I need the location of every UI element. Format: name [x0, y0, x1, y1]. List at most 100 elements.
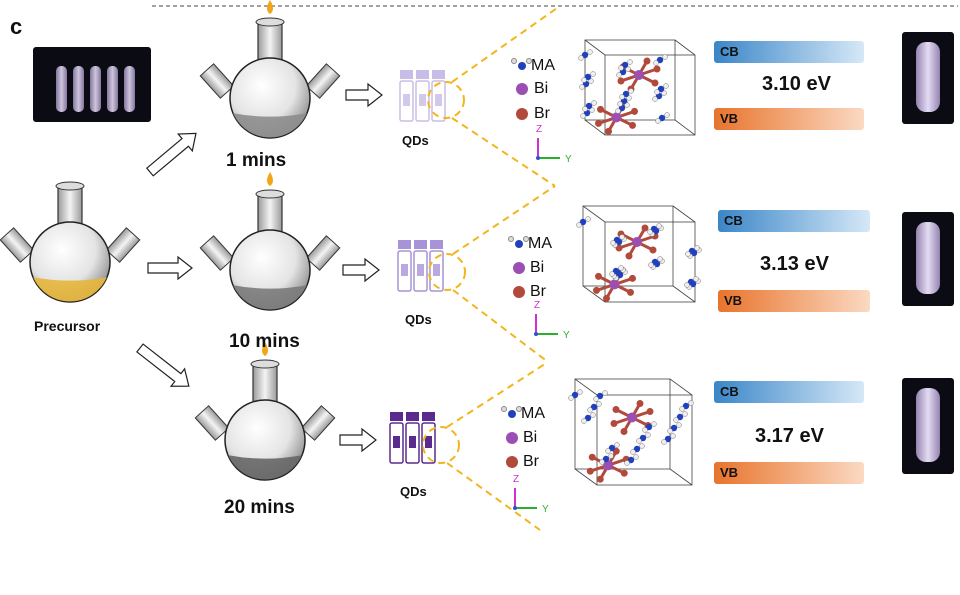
zoom-circle: [428, 253, 466, 291]
zoom-circle: [427, 81, 465, 119]
cb-bar-3: CB: [714, 381, 864, 403]
tube-4: [107, 66, 118, 112]
time-label-2: 10 mins: [229, 331, 300, 352]
legend-ma-1: MA: [531, 57, 555, 74]
flask-mouth: [255, 17, 285, 27]
vb-label-2: VB: [724, 293, 743, 308]
vial-cap: [400, 70, 413, 79]
sample-tube: [916, 222, 940, 294]
vial-cap: [414, 240, 427, 249]
vial-cap: [422, 412, 435, 421]
flask-liquid: [33, 277, 107, 302]
cb-bar-2: CB: [718, 210, 870, 232]
band-gap-2: 3.13 eV: [760, 253, 829, 275]
vial-cap: [430, 240, 443, 249]
flame-icon: [262, 342, 268, 356]
sample-tube: [916, 42, 940, 112]
flame-icon: [267, 172, 273, 186]
qds-label-3: QDs: [400, 484, 427, 499]
vial-label: [403, 94, 410, 106]
crystal-structures: [568, 39, 702, 486]
tube-2: [73, 66, 84, 112]
vial-label: [433, 264, 440, 276]
guide-line: [451, 117, 556, 187]
tube-photo-1: [902, 32, 954, 124]
cb-label-1: CB: [720, 44, 739, 59]
axis-y-1: Y: [565, 154, 572, 165]
flask-side-neck-right: [300, 405, 336, 441]
vb-label-3: VB: [720, 465, 739, 480]
axis-z-3: Z: [513, 474, 520, 485]
arrow-icon: [345, 82, 383, 108]
time-label-3: 20 mins: [224, 497, 295, 518]
flask-side-neck-left: [199, 63, 235, 99]
zoom-circle: [422, 426, 460, 464]
flask-mouth: [55, 181, 85, 191]
vial-cap: [406, 412, 419, 421]
bi-atom-icon: [506, 432, 518, 444]
arrow-icon: [147, 255, 193, 281]
flask-side-neck-left: [0, 227, 35, 263]
crystal-unit-cell: [568, 378, 694, 486]
legend-atoms: [501, 58, 532, 468]
band-gap-1: 3.10 eV: [762, 73, 831, 95]
flask-1-min: [199, 0, 341, 139]
arrow-icon: [342, 257, 380, 283]
flame-icon: [267, 0, 273, 14]
legend-bi-1: Bi: [534, 80, 549, 97]
flask-neck: [257, 21, 283, 63]
vial-label: [409, 436, 416, 448]
cb-label-2: CB: [724, 213, 743, 228]
legend-ma-2: MA: [528, 235, 552, 252]
tube-photos: [902, 32, 954, 474]
qds-label-1: QDs: [402, 133, 429, 148]
br-atom-icon: [513, 286, 525, 298]
crystal-unit-cell: [578, 39, 696, 136]
legend-br-2: Br: [530, 283, 546, 300]
qds-label-2: QDs: [405, 312, 432, 327]
flask-mouth: [250, 359, 280, 369]
tube-photo-3: [902, 378, 954, 474]
vial-label: [425, 436, 432, 448]
cb-bar-1: CB: [714, 41, 864, 63]
tube-1: [56, 66, 67, 112]
flask-liquid: [228, 455, 302, 480]
vb-bar-3: VB: [714, 462, 864, 484]
legend-ma-3: MA: [521, 405, 545, 422]
flask-side-neck-right: [105, 227, 141, 263]
vial-label: [419, 94, 426, 106]
vial-label: [401, 264, 408, 276]
guide-line: [452, 185, 556, 255]
vb-label-1: VB: [720, 111, 739, 126]
guide-line: [446, 361, 549, 428]
tube-3: [90, 66, 101, 112]
flask-neck: [252, 363, 278, 405]
flask-neck: [257, 193, 283, 235]
sample-tube: [916, 388, 940, 462]
band-gap-3: 3.17 eV: [755, 425, 824, 447]
axis-y-2: Y: [563, 330, 570, 341]
flask-neck: [57, 185, 83, 227]
ma-molecule-icon: [515, 240, 523, 248]
precursor-flask: [0, 181, 141, 303]
cb-label-3: CB: [720, 384, 739, 399]
legend-br-3: Br: [523, 453, 539, 470]
arrow-icon: [145, 132, 197, 177]
process-arrows: [136, 82, 383, 453]
axis-indicators: [513, 138, 560, 510]
flask-20-min: [194, 342, 336, 481]
precursor-label: Precursor: [34, 318, 101, 334]
tubes-photo: [33, 47, 151, 122]
flask-liquid: [233, 113, 307, 138]
vial-cap: [432, 70, 445, 79]
arrow-icon: [136, 343, 190, 387]
time-label-1: 1 mins: [226, 150, 287, 171]
bi-atom-icon: [516, 83, 528, 95]
vial-cap: [416, 70, 429, 79]
br-atom-icon: [506, 456, 518, 468]
panel-label: c: [10, 14, 23, 39]
bi-atom-icon: [513, 262, 525, 274]
tube-photo-2: [902, 212, 954, 306]
zoom-guides: [422, 5, 561, 531]
